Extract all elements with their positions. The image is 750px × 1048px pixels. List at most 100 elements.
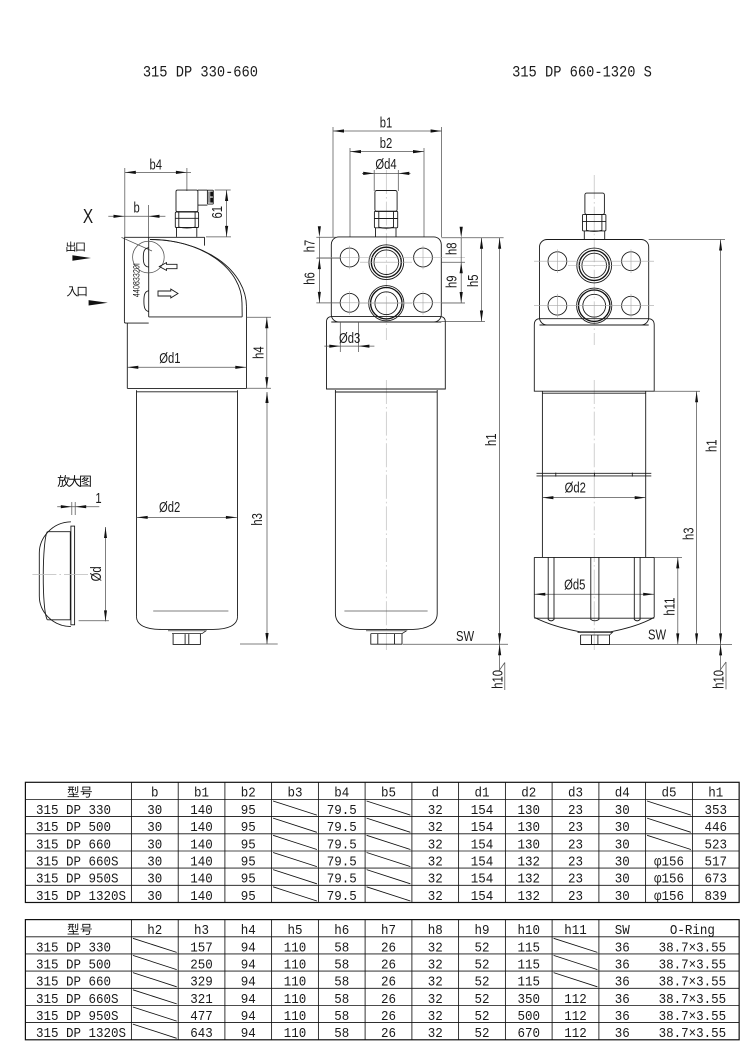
svg-text:26: 26 (381, 991, 396, 1007)
svg-text:38.7×3.55: 38.7×3.55 (659, 957, 727, 973)
svg-text:140: 140 (190, 802, 213, 818)
svg-text:58: 58 (334, 957, 349, 973)
svg-text:b4: b4 (334, 785, 349, 801)
svg-text:h9: h9 (475, 922, 490, 938)
svg-text:32: 32 (428, 888, 443, 904)
svg-text:32: 32 (428, 820, 443, 836)
svg-text:h5: h5 (464, 274, 481, 287)
svg-text:h11: h11 (564, 922, 587, 938)
svg-text:32: 32 (428, 854, 443, 870)
svg-text:44083320I: 44083320I (131, 263, 142, 297)
svg-text:79.5: 79.5 (327, 820, 357, 836)
svg-text:Ød2: Ød2 (565, 479, 586, 496)
svg-text:b2: b2 (241, 785, 256, 801)
svg-text:h10: h10 (489, 670, 506, 689)
svg-text:154: 154 (471, 802, 494, 818)
svg-text:112: 112 (564, 991, 587, 1007)
svg-text:b: b (133, 199, 139, 216)
svg-text:30: 30 (615, 837, 630, 853)
svg-text:79.5: 79.5 (327, 888, 357, 904)
svg-text:52: 52 (475, 991, 490, 1007)
svg-text:52: 52 (475, 1026, 490, 1042)
svg-text:110: 110 (284, 974, 307, 990)
svg-text:32: 32 (428, 802, 443, 818)
svg-text:SW: SW (456, 627, 475, 644)
svg-text:94: 94 (241, 1026, 256, 1042)
svg-text:30: 30 (615, 820, 630, 836)
svg-text:115: 115 (518, 957, 541, 973)
svg-text:32: 32 (428, 974, 443, 990)
svg-text:315 DP 950S: 315 DP 950S (36, 871, 119, 887)
svg-text:58: 58 (334, 940, 349, 956)
svg-text:32: 32 (428, 957, 443, 973)
svg-text:d4: d4 (615, 785, 630, 801)
svg-text:b2: b2 (380, 135, 393, 152)
svg-text:132: 132 (518, 871, 541, 887)
svg-text:95: 95 (241, 820, 256, 836)
svg-text:130: 130 (518, 820, 541, 836)
svg-text:h10: h10 (710, 670, 727, 689)
svg-text:130: 130 (518, 837, 541, 853)
svg-text:132: 132 (518, 888, 541, 904)
svg-text:315 DP 660-1320 S: 315 DP 660-1320 S (512, 65, 652, 82)
svg-text:Ød3: Ød3 (339, 329, 360, 346)
svg-text:h3: h3 (249, 513, 266, 526)
svg-text:250: 250 (190, 957, 213, 973)
svg-text:523: 523 (705, 837, 728, 853)
svg-text:h9: h9 (443, 275, 460, 288)
svg-text:d5: d5 (662, 785, 677, 801)
svg-text:94: 94 (241, 940, 256, 956)
svg-text:500: 500 (518, 1008, 541, 1024)
svg-text:58: 58 (334, 991, 349, 1007)
svg-text:446: 446 (705, 820, 728, 836)
svg-text:94: 94 (241, 991, 256, 1007)
svg-text:52: 52 (475, 974, 490, 990)
svg-text:32: 32 (428, 1026, 443, 1042)
svg-text:36: 36 (615, 940, 630, 956)
svg-text:315 DP 660: 315 DP 660 (36, 974, 111, 990)
svg-text:32: 32 (428, 871, 443, 887)
svg-text:30: 30 (147, 854, 162, 870)
svg-text:36: 36 (615, 1026, 630, 1042)
svg-text:61: 61 (208, 206, 225, 219)
svg-text:110: 110 (284, 1026, 307, 1042)
svg-text:b5: b5 (381, 785, 396, 801)
svg-text:O-Ring: O-Ring (670, 922, 715, 938)
svg-text:110: 110 (284, 1008, 307, 1024)
svg-text:26: 26 (381, 940, 396, 956)
svg-text:79.5: 79.5 (327, 802, 357, 818)
svg-text:38.7×3.55: 38.7×3.55 (659, 1008, 727, 1024)
svg-text:30: 30 (615, 802, 630, 818)
svg-text:110: 110 (284, 991, 307, 1007)
svg-text:95: 95 (241, 888, 256, 904)
svg-text:26: 26 (381, 957, 396, 973)
svg-text:23: 23 (568, 820, 583, 836)
svg-text:h1: h1 (483, 433, 500, 446)
svg-text:23: 23 (568, 888, 583, 904)
svg-text:φ156: φ156 (654, 854, 684, 870)
svg-text:52: 52 (475, 1008, 490, 1024)
svg-text:d1: d1 (475, 785, 490, 801)
svg-text:321: 321 (190, 991, 213, 1007)
svg-text:b1: b1 (194, 785, 209, 801)
svg-text:30: 30 (615, 854, 630, 870)
svg-text:h4: h4 (250, 346, 267, 359)
svg-text:32: 32 (428, 1008, 443, 1024)
svg-text:112: 112 (564, 1026, 587, 1042)
svg-text:h3: h3 (680, 527, 697, 540)
svg-text:140: 140 (190, 888, 213, 904)
svg-text:94: 94 (241, 1008, 256, 1024)
svg-text:670: 670 (518, 1026, 541, 1042)
svg-text:h1: h1 (708, 785, 723, 801)
svg-text:26: 26 (381, 974, 396, 990)
svg-text:79.5: 79.5 (327, 837, 357, 853)
svg-text:b4: b4 (149, 156, 162, 173)
svg-text:26: 26 (381, 1026, 396, 1042)
svg-text:30: 30 (615, 888, 630, 904)
svg-text:36: 36 (615, 991, 630, 1007)
svg-text:79.5: 79.5 (327, 871, 357, 887)
svg-text:38.7×3.55: 38.7×3.55 (659, 940, 727, 956)
svg-text:315 DP 950S: 315 DP 950S (36, 1008, 119, 1024)
svg-text:30: 30 (147, 888, 162, 904)
svg-text:58: 58 (334, 1008, 349, 1024)
